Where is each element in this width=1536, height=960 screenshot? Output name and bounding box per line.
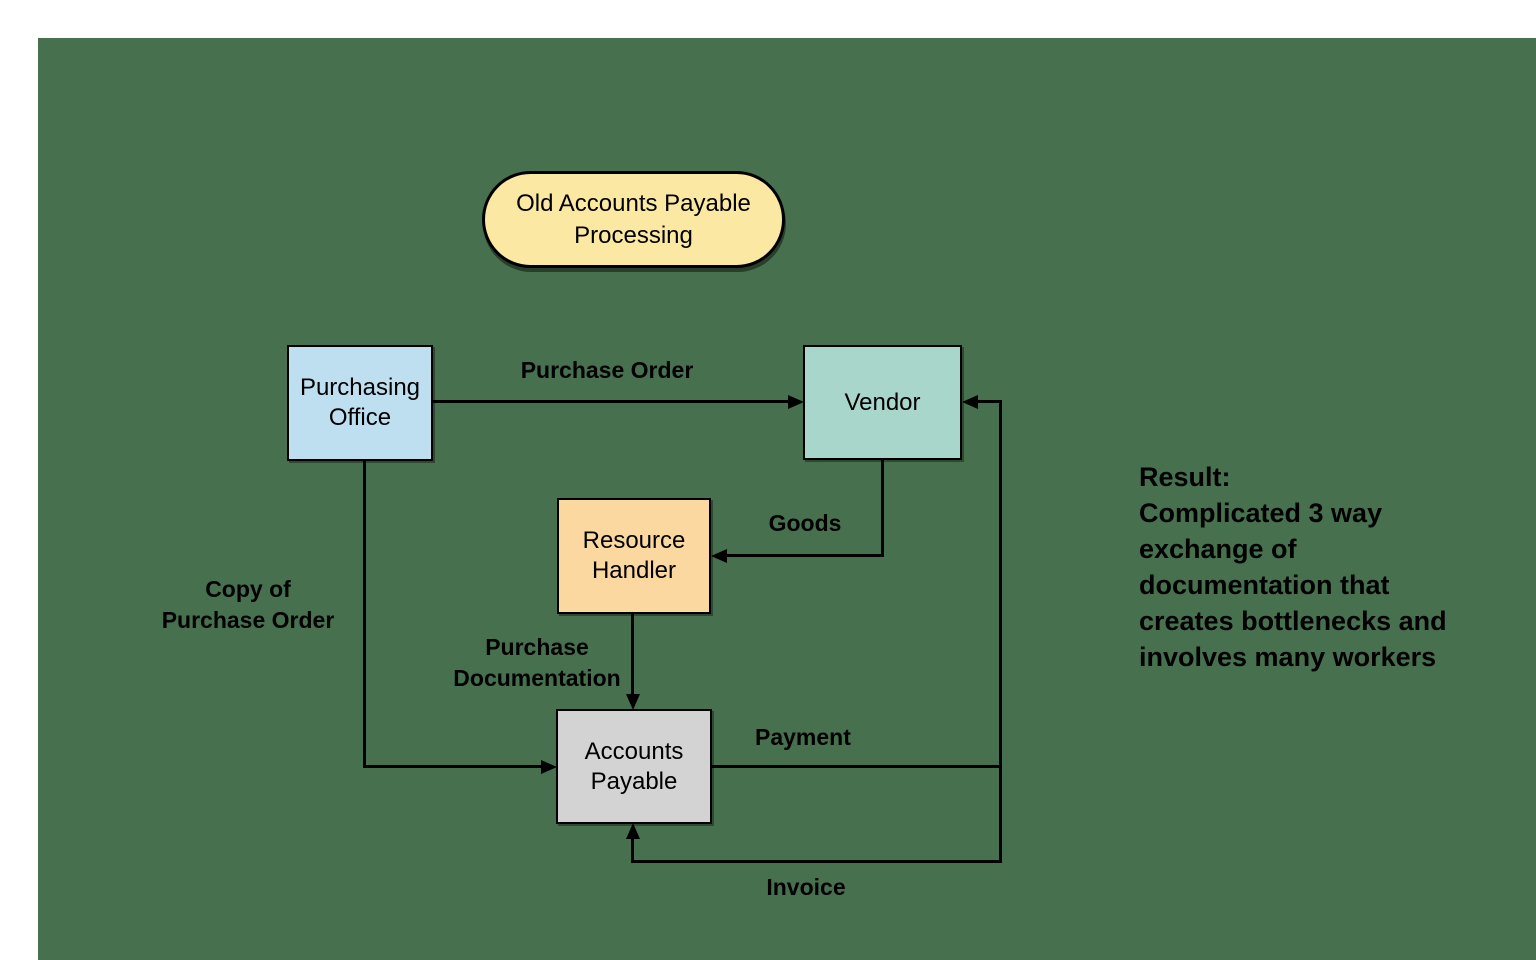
result-annotation: Result: Complicated 3 way exchange of do…	[1139, 462, 1447, 672]
edge-label-invoice: Invoice	[766, 874, 846, 900]
node-resource-handler: Resource Handler	[557, 498, 711, 614]
edge-payment-horizontal-line	[712, 765, 1002, 768]
arrowhead-into-accounts-payable-left-icon	[541, 760, 557, 774]
edge-payment-into-vendor-line	[977, 400, 1002, 403]
edge-invoice-horizontal-line	[631, 860, 1002, 863]
arrowhead-into-accounts-payable-top-icon	[626, 694, 640, 710]
edge-label-goods: Goods	[768, 510, 842, 536]
edge-label-purchase-documentation: Purchase Documentation	[453, 634, 621, 691]
arrowhead-into-vendor-left-icon	[788, 395, 804, 409]
edge-payment-invoice-vertical-line	[999, 402, 1002, 863]
arrowhead-into-resource-handler-icon	[711, 549, 727, 563]
edge-copy-po-horizontal-line	[363, 765, 542, 768]
edge-goods-horizontal-line	[726, 554, 884, 557]
edge-label-copy-of-purchase-order: Copy of Purchase Order	[161, 576, 335, 633]
title-node: Old Accounts Payable Processing	[482, 171, 785, 268]
edge-purchase-documentation-line	[631, 614, 634, 695]
arrowhead-into-vendor-right-icon	[962, 395, 978, 409]
edge-goods-vertical-line	[881, 460, 884, 556]
node-accounts-payable: Accounts Payable	[556, 709, 712, 824]
diagram-canvas	[38, 38, 1536, 960]
edge-invoice-vertical-line	[631, 838, 634, 863]
edge-copy-po-vertical-line	[363, 461, 366, 767]
edge-purchase-order-line	[433, 400, 789, 403]
edge-label-payment: Payment	[755, 724, 851, 750]
edge-label-purchase-order: Purchase Order	[520, 357, 694, 383]
arrowhead-into-accounts-payable-bottom-icon	[626, 823, 640, 839]
node-purchasing-office: Purchasing Office	[287, 345, 433, 461]
node-vendor: Vendor	[803, 345, 962, 460]
